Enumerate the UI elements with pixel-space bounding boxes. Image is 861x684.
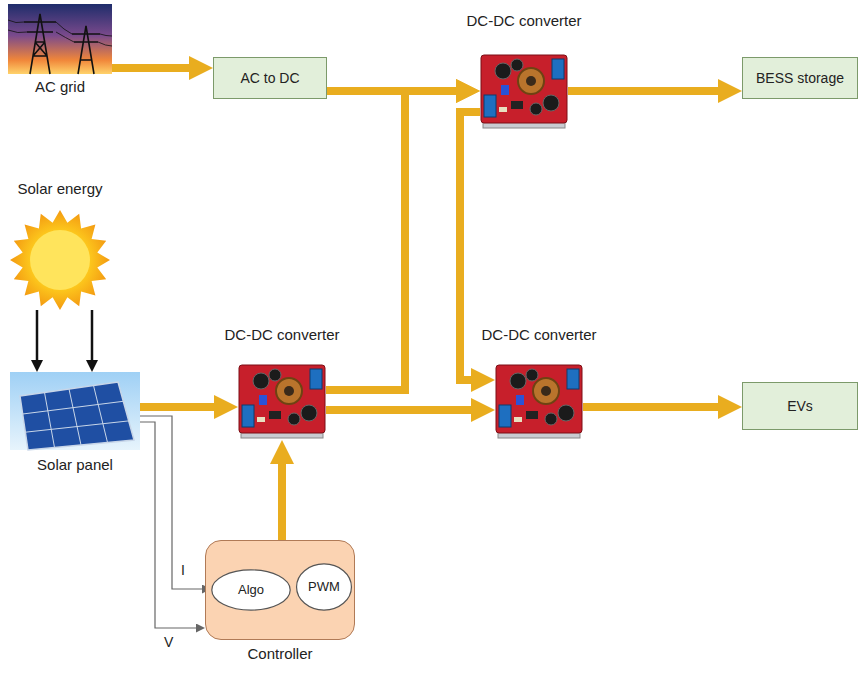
- converter-picture: DC-DC converter: [480, 50, 568, 130]
- node-label: Solar panel: [37, 456, 113, 474]
- node-label: DC-DC converter: [481, 326, 596, 344]
- solar-panel-picture: Solar panel: [10, 372, 140, 450]
- pwm-ellipse: PWM: [296, 563, 352, 611]
- power-arrow: [278, 452, 286, 540]
- signal-label: V: [162, 634, 175, 651]
- node-label: EVs: [787, 398, 813, 415]
- power-arrow: [326, 91, 468, 390]
- sun-picture: [10, 210, 110, 310]
- process-box: AC to DC: [213, 57, 327, 99]
- algorithm-ellipse: Algo: [211, 569, 291, 611]
- ac-grid-picture: AC grid: [8, 4, 112, 74]
- solar-panel-picture: [10, 372, 140, 450]
- node-label: BESS storage: [756, 70, 844, 87]
- converter-picture: DC-DC converter: [495, 360, 583, 440]
- signal-label: I: [179, 562, 187, 579]
- power-arrow: [583, 403, 730, 411]
- converter-board-picture: [496, 365, 582, 438]
- light-arrow: [36, 310, 39, 366]
- power-arrow: [112, 64, 201, 72]
- power-arrow: [140, 403, 226, 411]
- light-arrow: [91, 310, 94, 366]
- power-arrow: [568, 87, 730, 95]
- signal-line: [140, 422, 201, 628]
- power-arrow: [460, 112, 483, 380]
- node-label: Solar energy: [17, 180, 102, 198]
- node-label: Algo: [238, 582, 264, 598]
- signal-line: [140, 416, 207, 589]
- ev-box: EVs: [742, 382, 858, 430]
- converter-picture: DC-DC converter: [238, 360, 326, 440]
- controller-box: ControllerAlgoPWM: [205, 540, 355, 640]
- pylon-picture: [8, 4, 112, 74]
- node-label: AC grid: [35, 78, 85, 96]
- converter-board-picture: [239, 365, 325, 438]
- node-label: DC-DC converter: [224, 326, 339, 344]
- node-label: DC-DC converter: [466, 12, 581, 30]
- sun-picture: Solar energy: [10, 210, 110, 310]
- node-label: PWM: [308, 579, 340, 595]
- storage-box: BESS storage: [742, 57, 858, 99]
- node-label: Controller: [247, 645, 312, 663]
- converter-board-picture: [481, 55, 567, 128]
- node-label: AC to DC: [240, 70, 299, 87]
- power-arrow: [326, 406, 483, 414]
